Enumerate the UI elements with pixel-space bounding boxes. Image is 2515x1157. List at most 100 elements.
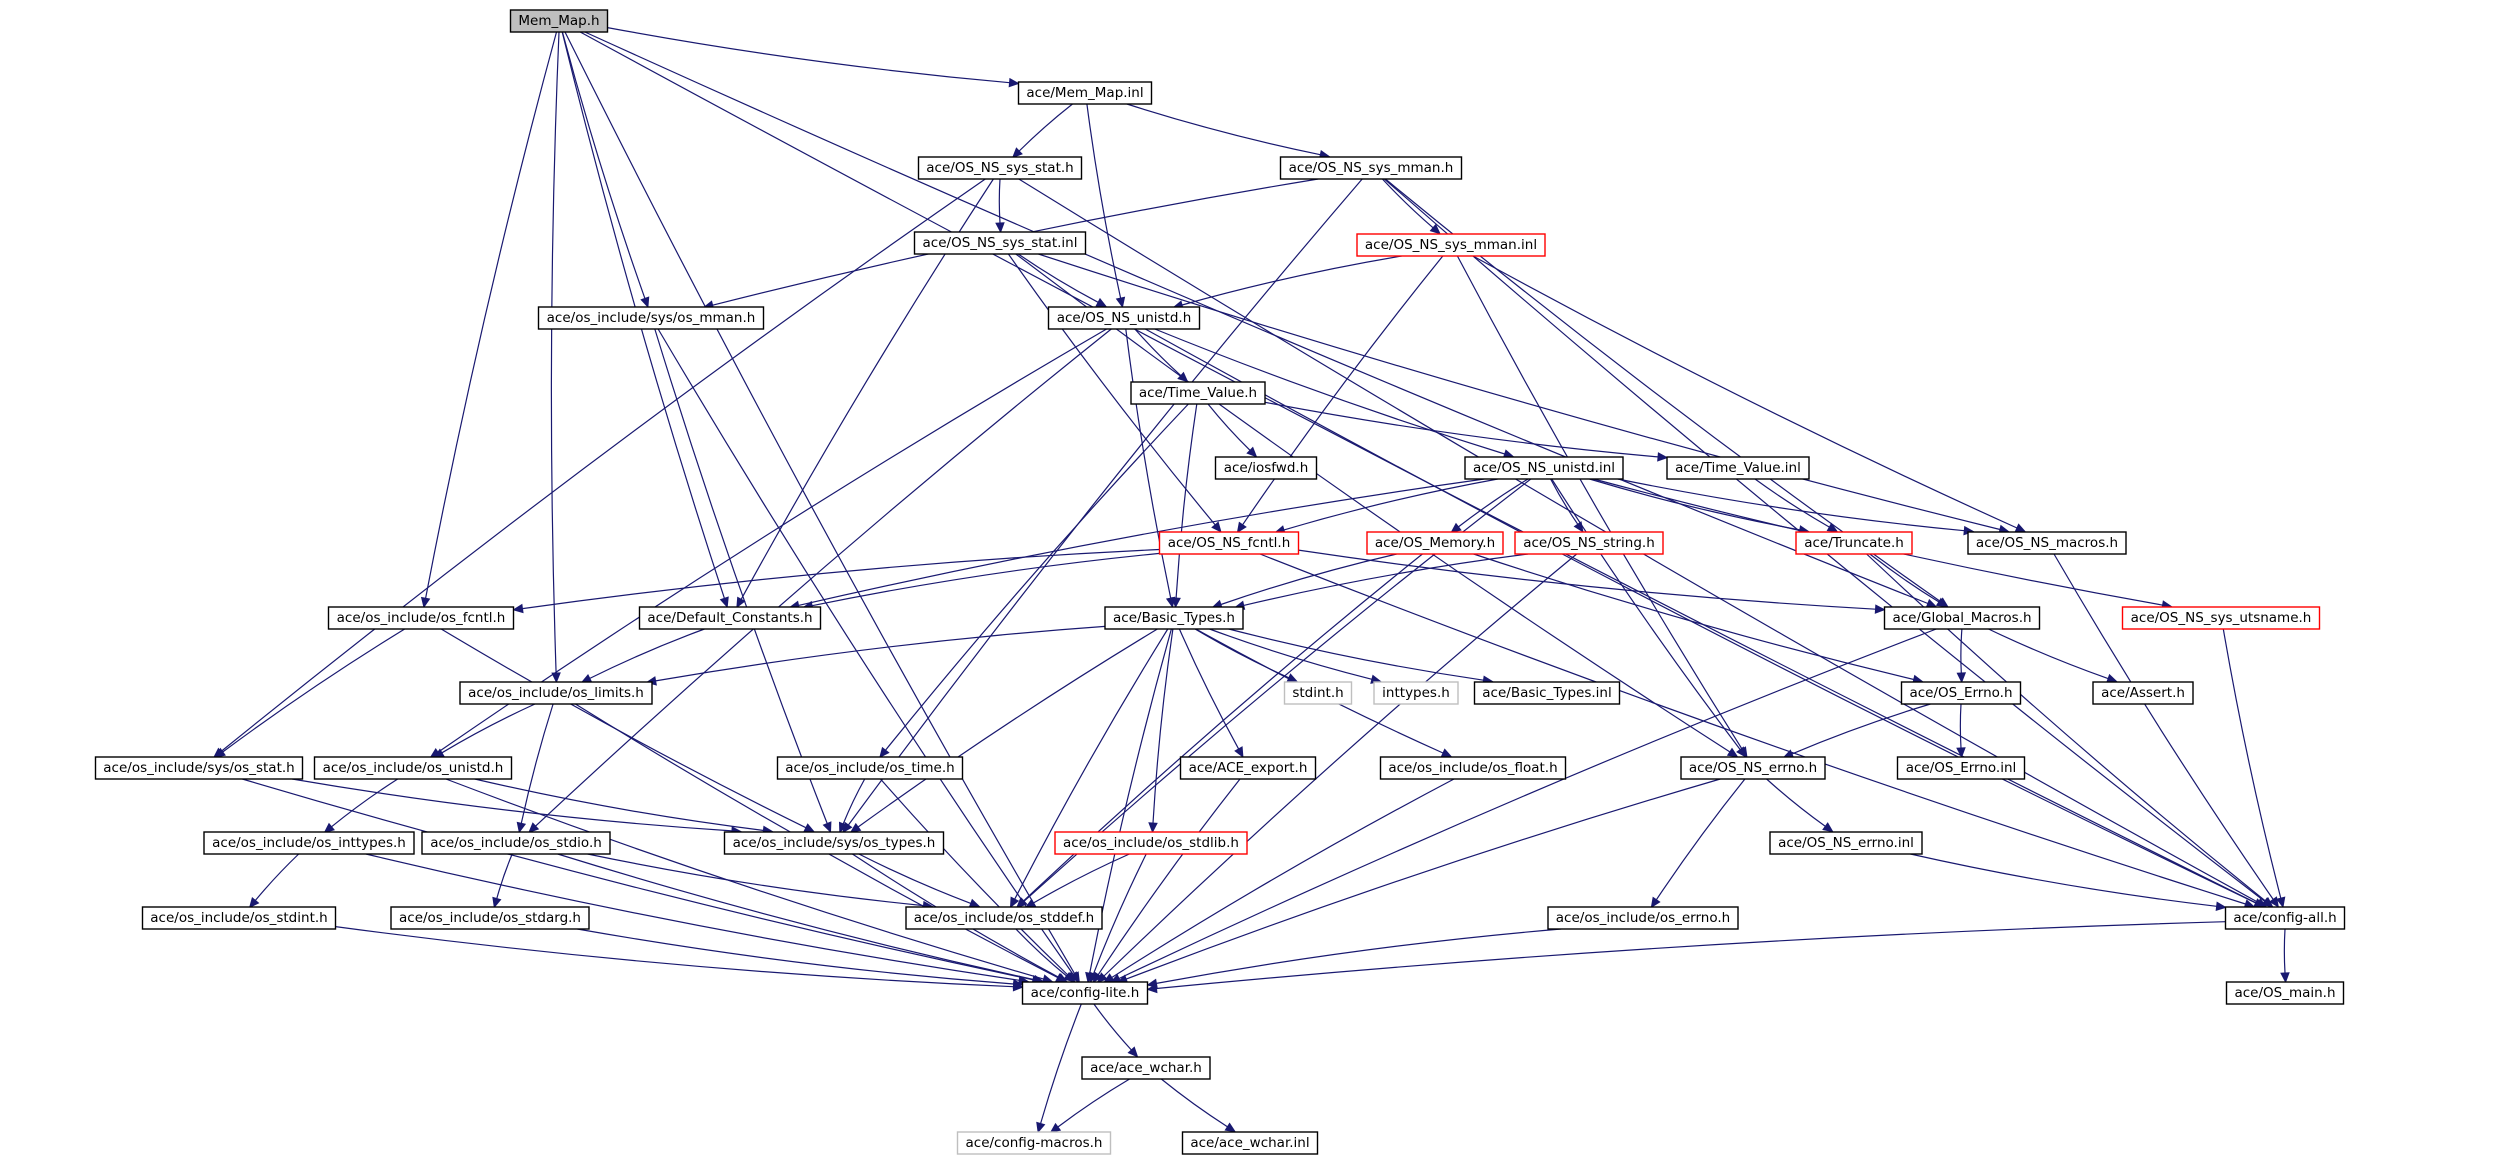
- node-os-ns-sys-mman-inl[interactable]: ace/OS_NS_sys_mman.inl: [1356, 233, 1546, 257]
- node-time-value-h[interactable]: ace/Time_Value.h: [1130, 381, 1266, 405]
- node-config-lite-h[interactable]: ace/config-lite.h: [1021, 981, 1149, 1005]
- edge-arrowhead: [803, 823, 816, 833]
- node-os-ns-errno-inl[interactable]: ace/OS_NS_errno.inl: [1769, 831, 1923, 855]
- edge-basic-types-h-to-ace-export-h: [1178, 628, 1240, 750]
- node-box: [917, 156, 1083, 180]
- edge-default-constants-h-to-os-limits-h: [589, 628, 705, 679]
- edge-arrowhead: [1450, 522, 1462, 534]
- node-os-ns-fcntl-h[interactable]: ace/OS_NS_fcntl.h: [1158, 531, 1300, 555]
- node-os-time-h[interactable]: ace/os_include/os_time.h: [776, 756, 964, 780]
- node-os-stdio-h[interactable]: ace/os_include/os_stdio.h: [421, 831, 611, 855]
- edge-time-value-h-to-basic-types-h: [1175, 403, 1198, 599]
- node-label: ace/os_include/sys/os_types.h: [733, 835, 936, 851]
- node-os-ns-errno-h[interactable]: ace/OS_NS_errno.h: [1680, 756, 1826, 780]
- node-box: [141, 906, 337, 930]
- node-os-unistd-h[interactable]: ace/os_include/os_unistd.h: [313, 756, 513, 780]
- node-sys-os-mman-h[interactable]: ace/os_include/sys/os_mman.h: [537, 306, 765, 330]
- node-os-ns-sys-utsname-h[interactable]: ace/OS_NS_sys_utsname.h: [2121, 606, 2321, 630]
- edge-os-ns-errno-h-to-os-errno-include-h: [1655, 778, 1746, 901]
- node-box: [509, 9, 609, 33]
- edge-os-ns-sys-stat-inl-to-os-ns-macros-h: [1038, 253, 2001, 531]
- edge-os-float-h-to-config-lite-h: [1111, 778, 1455, 979]
- node-os-ns-string-h[interactable]: ace/OS_NS_string.h: [1514, 531, 1664, 555]
- node-os-ns-sys-stat-inl[interactable]: ace/OS_NS_sys_stat.inl: [913, 231, 1087, 255]
- node-mem-map-inl[interactable]: ace/Mem_Map.inl: [1017, 81, 1153, 105]
- edge-arrowhead: [1826, 522, 1839, 533]
- node-os-ns-macros-h[interactable]: ace/OS_NS_macros.h: [1967, 531, 2127, 555]
- node-os-inttypes-h[interactable]: ace/os_include/os_inttypes.h: [203, 831, 415, 855]
- node-config-all-h[interactable]: ace/config-all.h: [2224, 906, 2346, 930]
- edge-os-unistd-h-to-sys-os-types-h: [474, 778, 764, 831]
- node-ace-wchar-h[interactable]: ace/ace_wchar.h: [1081, 1056, 1211, 1080]
- edge-os-ns-unistd-h-to-os-ns-unistd-inl: [1154, 328, 1505, 455]
- node-iosfwd-h[interactable]: ace/iosfwd.h: [1214, 456, 1318, 480]
- node-label: ace/ACE_export.h: [1189, 760, 1308, 776]
- edge-sys-os-stat-h-to-sys-os-types-h: [291, 778, 732, 832]
- edge-arrowhead: [1008, 77, 1020, 88]
- node-os-ns-sys-mman-h[interactable]: ace/OS_NS_sys_mman.h: [1279, 156, 1463, 180]
- node-os-limits-h[interactable]: ace/os_include/os_limits.h: [459, 681, 653, 705]
- node-os-ns-unistd-inl[interactable]: ace/OS_NS_unistd.inl: [1464, 456, 1624, 480]
- edges-layer: [212, 27, 2290, 1134]
- edge-arrowhead: [1127, 1046, 1139, 1058]
- node-box: [203, 831, 415, 855]
- node-os-stdint-h[interactable]: ace/os_include/os_stdint.h: [141, 906, 337, 930]
- edge-os-ns-unistd-inl-to-os-memory-h: [1458, 478, 1529, 528]
- edge-truncate-h-to-config-all-h: [1866, 553, 2266, 902]
- node-os-fcntl-h[interactable]: ace/os_include/os_fcntl.h: [327, 606, 515, 630]
- node-sys-os-types-h[interactable]: ace/os_include/sys/os_types.h: [723, 831, 945, 855]
- node-basic-types-h[interactable]: ace/Basic_Types.h: [1104, 606, 1244, 630]
- edge-basic-types-h-to-basic-types-inl: [1228, 628, 1484, 681]
- node-os-errno-include-h[interactable]: ace/os_include/os_errno.h: [1547, 906, 1739, 930]
- edge-arrowhead: [1246, 446, 1258, 458]
- edge-basic-types-h-to-os-stddef-h: [1014, 628, 1169, 900]
- node-mem-map-h[interactable]: Mem_Map.h: [509, 9, 609, 33]
- edge-os-memory-h-to-os-errno-h: [1473, 553, 1914, 681]
- edge-os-ns-unistd-inl-to-os-ns-errno-h: [1551, 478, 1741, 750]
- node-global-macros-h[interactable]: ace/Global_Macros.h: [1883, 606, 2041, 630]
- edge-config-all-h-to-os-main-h: [2283, 928, 2286, 974]
- edge-arrowhead: [1935, 597, 1948, 608]
- node-label: ace/os_include/os_stdint.h: [150, 910, 327, 926]
- edge-time-value-h-to-os-time-h: [885, 403, 1189, 751]
- node-box: [1795, 531, 1913, 555]
- edge-os-ns-unistd-h-to-time-value-h: [1134, 328, 1182, 377]
- node-os-stddef-h[interactable]: ace/os_include/os_stddef.h: [905, 906, 1103, 930]
- edge-arrowhead: [995, 222, 1005, 234]
- node-box: [1769, 831, 1923, 855]
- node-assert-h[interactable]: ace/Assert.h: [2092, 681, 2194, 705]
- node-os-stdlib-h[interactable]: ace/os_include/os_stdlib.h: [1054, 831, 1248, 855]
- edge-os-unistd-h-to-os-inttypes-h: [331, 778, 399, 828]
- edge-arrowhead: [551, 672, 561, 684]
- edge-os-ns-unistd-h-to-config-all-h: [1145, 328, 2256, 904]
- edge-global-macros-h-to-assert-h: [1988, 628, 2109, 680]
- node-os-ns-sys-stat-h[interactable]: ace/OS_NS_sys_stat.h: [917, 156, 1083, 180]
- node-ace-export-h[interactable]: ace/ACE_export.h: [1179, 756, 1317, 780]
- node-basic-types-inl[interactable]: ace/Basic_Types.inl: [1473, 681, 1621, 705]
- node-sys-os-stat-h[interactable]: ace/os_include/sys/os_stat.h: [94, 756, 304, 780]
- edge-os-inttypes-h-to-config-lite-h: [365, 853, 1020, 981]
- node-os-stdarg-h[interactable]: ace/os_include/os_stdarg.h: [390, 906, 590, 930]
- edge-arrowhead: [1012, 979, 1024, 989]
- node-os-errno-inl[interactable]: ace/OS_Errno.inl: [1896, 756, 2026, 780]
- node-ace-wchar-inl[interactable]: ace/ace_wchar.inl: [1181, 1131, 1319, 1155]
- edge-global-macros-h-to-os-errno-h: [1960, 628, 1963, 674]
- node-os-float-h[interactable]: ace/os_include/os_float.h: [1379, 756, 1567, 780]
- edge-basic-types-h-to-os-stdlib-h: [1152, 628, 1174, 824]
- edge-os-stdint-h-to-config-lite-h: [335, 926, 1014, 988]
- node-os-errno-h[interactable]: ace/OS_Errno.h: [1900, 681, 2022, 705]
- node-box: [1021, 981, 1149, 1005]
- node-label: ace/OS_NS_sys_utsname.h: [2131, 610, 2312, 626]
- node-os-main-h[interactable]: ace/OS_main.h: [2225, 981, 2345, 1005]
- node-os-memory-h[interactable]: ace/OS_Memory.h: [1366, 531, 1504, 555]
- node-time-value-inl[interactable]: ace/Time_Value.inl: [1666, 456, 1810, 480]
- node-box: [1883, 606, 2041, 630]
- node-box: [1047, 306, 1201, 330]
- edge-os-ns-string-h-to-config-lite-h: [1103, 553, 1578, 977]
- edge-basic-types-h-to-inttypes-h: [1209, 628, 1373, 680]
- node-box: [913, 231, 1087, 255]
- node-default-constants-h[interactable]: ace/Default_Constants.h: [638, 606, 822, 630]
- node-os-ns-unistd-h[interactable]: ace/OS_NS_unistd.h: [1047, 306, 1201, 330]
- edge-os-ns-errno-h-to-os-ns-errno-inl: [1766, 778, 1826, 827]
- node-truncate-h[interactable]: ace/Truncate.h: [1795, 531, 1913, 555]
